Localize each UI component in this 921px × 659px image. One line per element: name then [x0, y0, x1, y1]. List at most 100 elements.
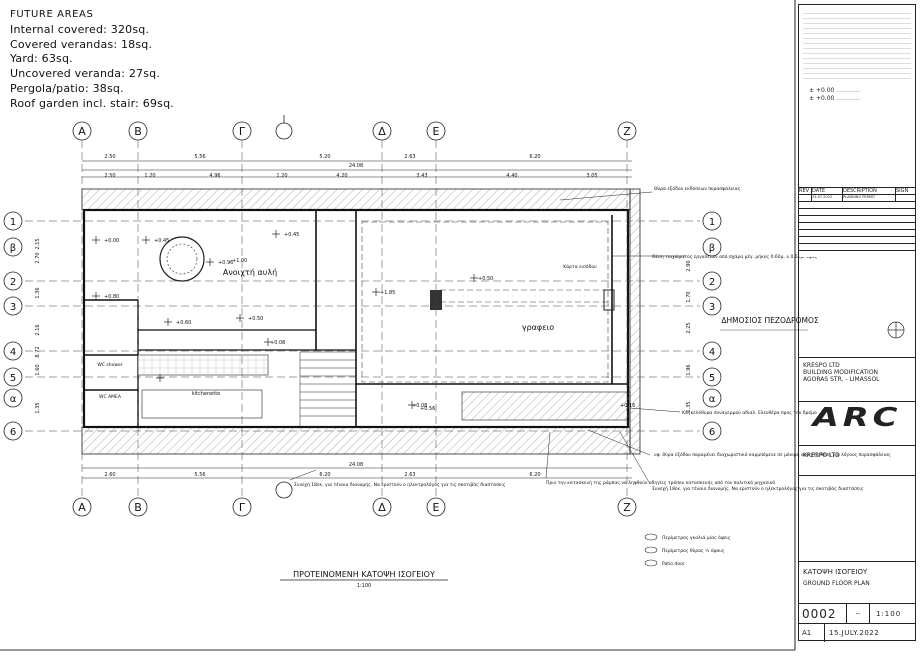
grid-row-label: 2: [709, 277, 715, 288]
grid-column-label: Γ: [239, 501, 246, 514]
dimension-label: 5.20: [319, 154, 330, 160]
grid-column-label: Δ: [378, 501, 386, 514]
dimension-label: 1.60: [35, 364, 41, 375]
level-label: +0.56: [420, 406, 435, 412]
grid-row-label: 1: [709, 217, 715, 228]
dimension-label: 1.20: [276, 173, 287, 179]
level-label: +0.80: [104, 294, 119, 300]
note-approval: Πριν την κατασκευή της ράμπας να ληφθούν…: [546, 479, 775, 486]
level-b: +0.00: [815, 95, 835, 102]
level-label: +0.08: [412, 403, 427, 409]
ramp: [461, 391, 631, 421]
area-line: Uncovered veranda: 27sq.: [10, 67, 161, 81]
grid-column-label: Γ: [239, 125, 246, 138]
dimension-label: 4.96: [209, 173, 220, 179]
legend-item: Περίμετρος γκαλιά μίας όψεις: [662, 534, 731, 541]
north-arrow-icon: [887, 321, 905, 339]
note-wall: Θέση τοιχώματος εργαλείων από σχάρα μέγ.…: [652, 253, 818, 260]
level-label: +0.50: [248, 316, 263, 322]
project-line: KRESPO LTD: [803, 362, 840, 369]
note-door: Θύρα εξόδου εκδόσεων πυρασφάλειας: [654, 185, 741, 192]
level-label: +0.60: [176, 320, 191, 326]
level-label: +0.08: [270, 340, 285, 346]
dimension-label: 3.43: [416, 173, 427, 179]
area-line: Internal covered: 320sq.: [10, 22, 150, 36]
area-line: Roof garden incl. stair: 69sq.: [10, 96, 174, 110]
grid-row-label: 5: [709, 373, 715, 384]
note-shaft: Συνεχή 18εκ. για τέναιο διανομής. Να ερι…: [294, 481, 506, 488]
level-label: +0.00: [104, 238, 119, 244]
dimension-label: 6.20: [319, 472, 330, 478]
level-label: +0.45: [154, 238, 169, 244]
dimension-chain-bottom: [82, 467, 632, 479]
room-label-kitchenette: kitchenette: [192, 391, 220, 397]
dimension-chain-top: [82, 160, 632, 178]
level-label: +0.50: [478, 276, 493, 282]
rev-description: PLANNING PERMIT: [843, 195, 896, 201]
legend-item: Περίμετρος θύρας ½ ύψους: [662, 547, 725, 554]
level-label: +0.16: [620, 403, 635, 409]
drawing-title-english: GROUND FLOOR PLAN: [803, 580, 870, 587]
dimension-label: 4.20: [336, 173, 347, 179]
rev-header: SIGN: [896, 188, 909, 194]
revision: --: [847, 604, 870, 624]
section-marker-bottom: [275, 481, 293, 499]
grid-column-label: Z: [623, 125, 631, 138]
scale: 1:100: [876, 610, 902, 618]
kitchenette-counter: [137, 354, 269, 376]
legend-item: Patio door: [662, 561, 685, 567]
dimension-label: 5.56: [194, 472, 205, 478]
dimension-label: 5.56: [194, 154, 205, 160]
rev-header: DESCRIPTION: [843, 188, 896, 194]
rev-header: DATE: [812, 188, 843, 194]
areas-heading: FUTURE AREAS: [10, 9, 94, 20]
dimension-label: 2.63: [404, 472, 415, 478]
dimension-label: 2.16: [35, 324, 41, 335]
plan-title: ΠΡΟΤΕΙΝΟΜΕΝΗ ΚΑΤΟΨΗ ΙΣΟΓΕΙΟΥ: [293, 570, 435, 579]
dimension-label: 6.20: [529, 472, 540, 478]
grid-bubbles-top: [72, 121, 637, 141]
client-name: KRESPO LTD: [803, 452, 840, 459]
grid-row-label: β: [709, 243, 715, 254]
legend-symbols: [644, 533, 658, 567]
dimension-label: 3.05: [586, 173, 597, 179]
grid-row-label: 3: [709, 302, 715, 313]
dimension-label: 8.72: [35, 346, 41, 357]
plan-scale: 1:100: [357, 583, 371, 589]
paper-format: A1: [799, 624, 825, 642]
grid-column-label: A: [78, 125, 86, 138]
future-areas-panel: FUTURE AREAS Internal covered: 320sq. Co…: [10, 8, 174, 112]
grid-row-label: α: [709, 394, 716, 405]
dimension-label: 4.40: [506, 173, 517, 179]
pavement-label: ΔΗΜΟΣΙΟΣ ΠΕΖΟΔΡΟΜΟΣ: [721, 316, 818, 325]
grid-bubbles-left: [3, 211, 23, 441]
dimension-label: 2.70: [35, 252, 41, 263]
grid-row-label: 1: [10, 217, 16, 228]
note-fire-door: Καγκελόθυρα συναγερμού αδιαλ. Ελευθέρα π…: [682, 409, 817, 416]
drawing-number: 0002: [799, 604, 847, 624]
grid-row-label: 2: [10, 277, 16, 288]
room-label-wc-shower: WC shower: [97, 362, 122, 368]
grid-column-label: E: [433, 501, 440, 514]
dimension-label: 2.60: [104, 472, 115, 478]
drawing-date: 15.JULY.2022: [829, 629, 880, 637]
grid-row-label: β: [10, 243, 16, 254]
dimension-label: 2.63: [404, 154, 415, 160]
grid-row-label: 4: [10, 347, 16, 358]
area-line: Yard: 63sq.: [10, 52, 73, 66]
room-label-office: γραφειο: [522, 323, 554, 332]
grid-column-label: Z: [623, 501, 631, 514]
grid-column-label: B: [134, 501, 142, 514]
note-shutter: Συνεχή 18εκ. για τέναιο διανομής. Να ερι…: [652, 485, 864, 492]
grid-column-label: Δ: [378, 125, 386, 138]
level-label: +1.00: [232, 258, 247, 264]
grid-row-label: 5: [10, 373, 16, 384]
rev-date: 15.07.2022: [812, 195, 843, 201]
grid-row-label: 6: [709, 427, 715, 438]
dimension-label: 6.20: [529, 154, 540, 160]
area-line: Pergola/patio: 38sq.: [10, 81, 124, 95]
stair: [299, 351, 357, 428]
level-label: +0.45: [284, 232, 299, 238]
note-exit: υφ. θύρα εξόδου παραμένει διαχωριστικό κ…: [654, 451, 891, 458]
